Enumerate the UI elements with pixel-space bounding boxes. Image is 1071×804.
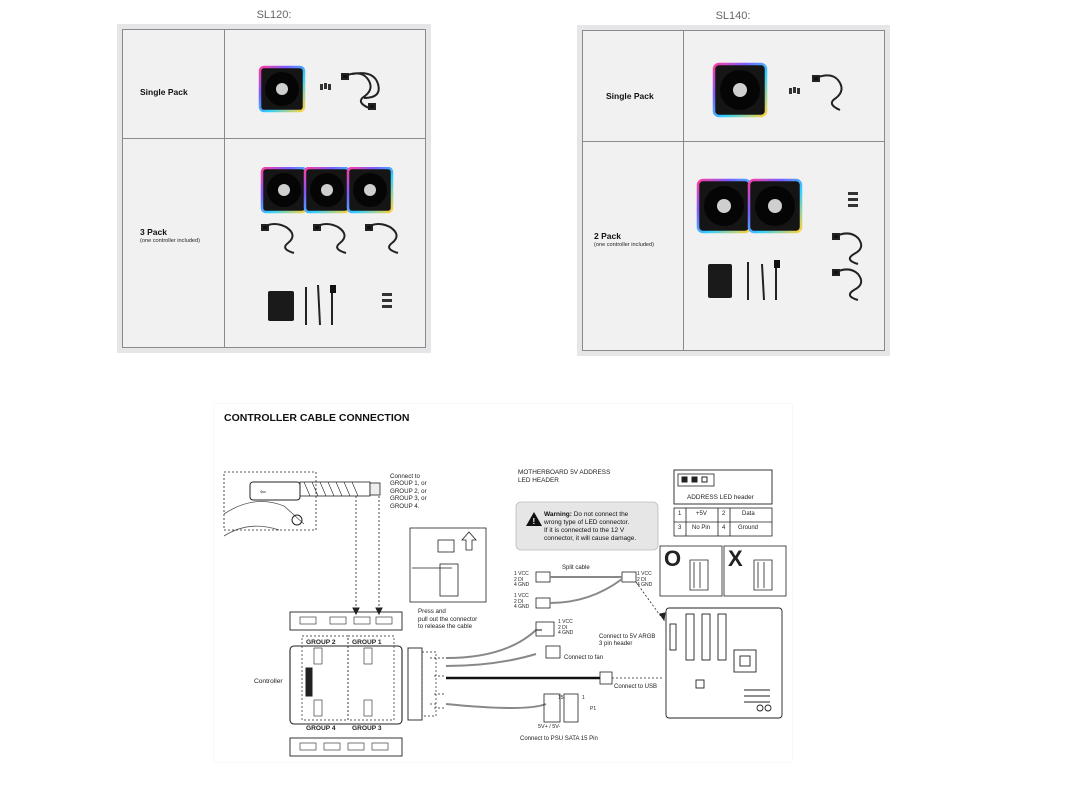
screws-icon: [848, 192, 858, 207]
diagram-title: CONTROLLER CABLE CONNECTION: [224, 412, 410, 424]
fan-icon: [712, 62, 768, 118]
cable-icon: [812, 74, 843, 111]
group-3-label: GROUP 3: [352, 725, 382, 732]
group-2-label: GROUP 2: [306, 639, 336, 646]
press-note: Press and pull out the connector to rele…: [418, 608, 478, 631]
sl120-3-pack-image: [260, 167, 399, 326]
sl120-title: SL120:: [256, 9, 292, 21]
cable-icon: [341, 72, 380, 110]
psu-pin-1: 1: [582, 695, 585, 701]
fan-row-icon: [260, 167, 394, 214]
sl140-2-pack-image: [696, 178, 863, 301]
address-header-label: ADDRESS LED header: [687, 494, 754, 501]
controller-kit-icon: [268, 284, 336, 326]
sl140-2-pack-label: 2 Pack (one controller included): [594, 231, 655, 248]
group-1-label: GROUP 1: [352, 639, 382, 646]
screws-icon: [789, 87, 800, 94]
sl140-package-table: Single Pack 2 Pack (one controller inclu…: [577, 25, 890, 356]
sl140-single-pack-label: Single Pack: [606, 91, 654, 101]
connect-to-group-note: Connect to GROUP 1, or GROUP 2, or GROUP…: [390, 473, 427, 510]
pin-table: 1 +5V 2 Data 3 No Pin 4 Ground: [678, 511, 759, 531]
connect-usb-label: Connect to USB: [614, 684, 658, 690]
svg-text:⇦: ⇦: [260, 489, 266, 496]
ok-mark: O: [664, 546, 682, 571]
mb-header-label: MOTHERBOARD 5V ADDRESS LED HEADER: [518, 469, 611, 484]
controller-label: Controller: [254, 678, 283, 685]
sl120-package-table: Single Pack 3 Pack (one controller inclu…: [117, 24, 431, 353]
motherboard-illustration: [665, 607, 783, 719]
warning-note: Warning: Do not connect the wrong type o…: [544, 511, 637, 542]
bad-mark: X: [728, 546, 743, 571]
controller-kit-icon: [708, 260, 780, 301]
group-4-label: GROUP 4: [306, 725, 336, 732]
sl140-title: SL140:: [715, 10, 751, 22]
split-cable-label: Split cable: [562, 565, 590, 571]
controller-cable-diagram: CONTROLLER CABLE CONNECTION ⇦: [214, 404, 792, 762]
psu-p1: P1: [590, 706, 597, 712]
cables-icon: [832, 232, 863, 301]
svg-text:!: !: [533, 517, 536, 526]
psu-pin-15: 15: [558, 695, 564, 701]
fan-row-icon: [696, 178, 803, 234]
screws-icon: [320, 83, 331, 90]
fan-connector-illustration: ⇦: [223, 471, 381, 537]
sl120-single-pack-label: Single Pack: [140, 87, 188, 97]
release-inset: [409, 527, 487, 603]
screws-icon: [382, 293, 392, 308]
connect-argb-label: Connect to 5V ARGB 3 pin header: [599, 634, 656, 647]
sl120-3-pack-label: 3 Pack (one controller included): [140, 227, 201, 244]
fan-icon: [258, 65, 306, 113]
connect-psu-label: Connect to PSU SATA 15 Pin: [520, 736, 598, 742]
cables-icon: [261, 223, 399, 254]
sl140-single-pack-image: [712, 62, 843, 118]
sl120-single-pack-image: [258, 65, 380, 113]
connect-fan-label: Connect to fan: [564, 655, 604, 661]
psu-voltage-label: 5V+ / 5V-: [538, 724, 561, 730]
